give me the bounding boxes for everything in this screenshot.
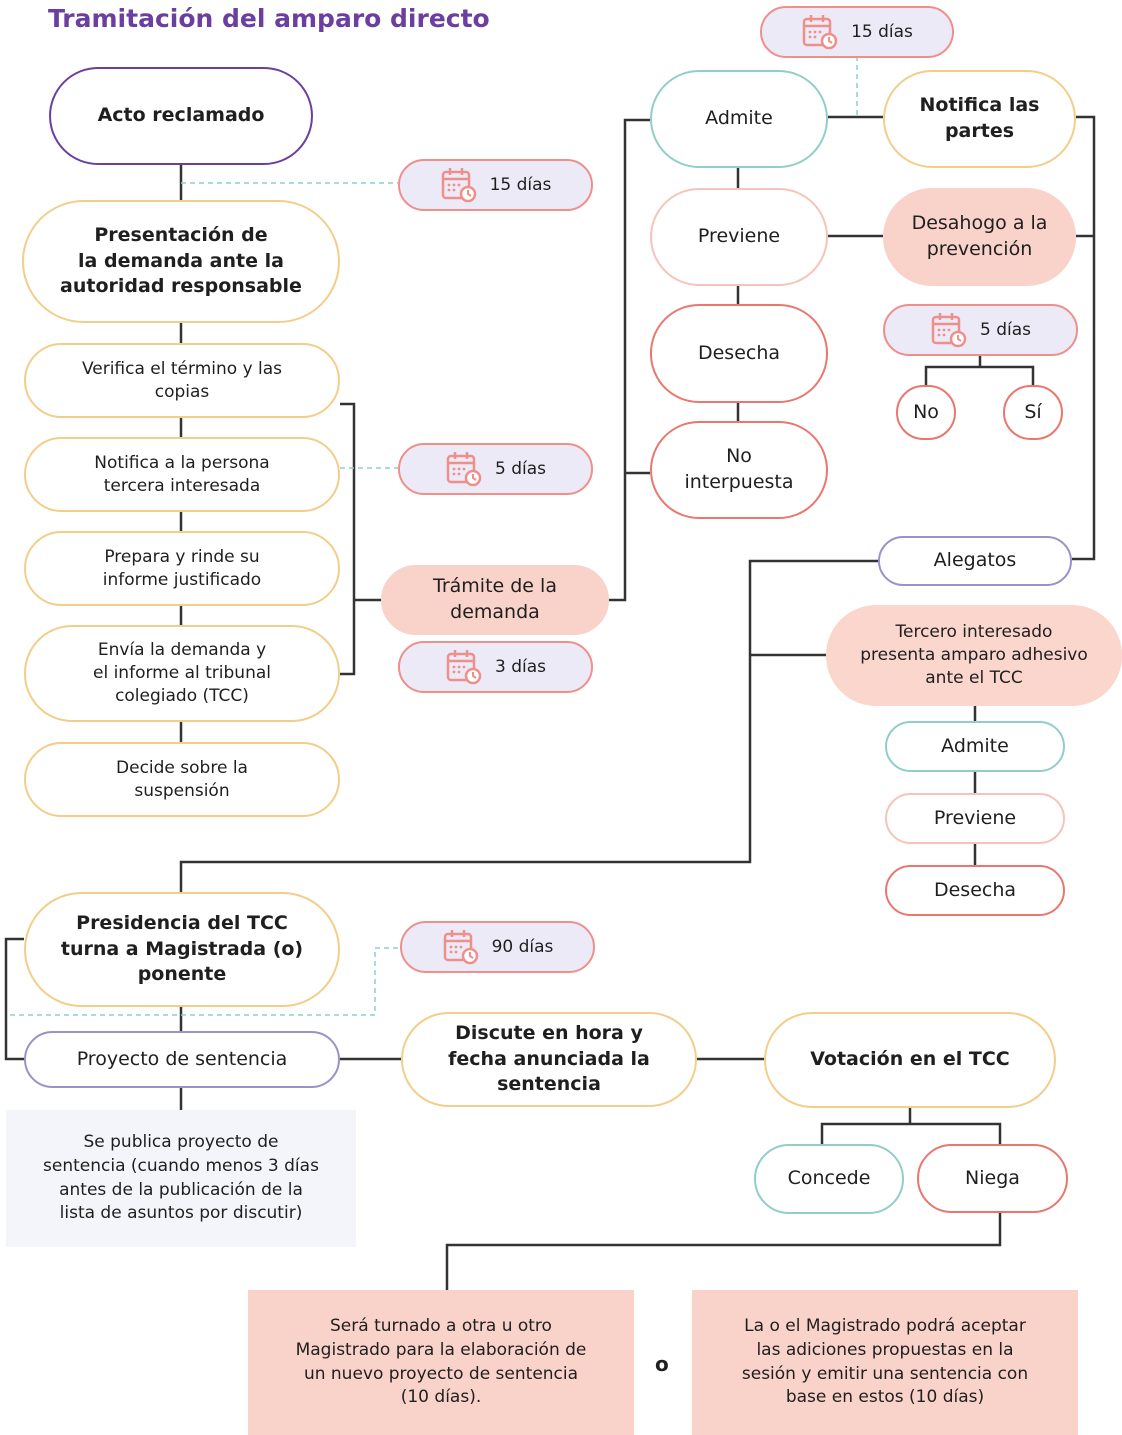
node-verifica-termino: Verifica el término y las copias: [24, 343, 340, 418]
node-desahogo-prevencion: Desahogo a la prevención: [883, 188, 1076, 286]
node-prepara-informe: Prepara y rinde su informe justificado: [24, 531, 340, 606]
calendar-clock-icon: [802, 15, 838, 50]
node-acto-reclamado: Acto reclamado: [49, 67, 313, 165]
node-no-interpuesta: No interpuesta: [650, 421, 828, 519]
node-envia-demanda: Envía la demanda y el informe al tribuna…: [24, 625, 340, 722]
deadline-badge-notifica: 5 días: [398, 443, 593, 495]
node-discute-sentencia: Discute en hora y fecha anunciada la sen…: [401, 1012, 697, 1107]
deadline-text: 15 días: [489, 175, 552, 195]
node-alegatos: Alegatos: [878, 536, 1072, 586]
or-label: o: [655, 1352, 669, 1376]
deadline-text: 90 días: [491, 937, 554, 957]
deadline-badge-demanda: 15 días: [398, 159, 593, 211]
node-admite-adhesivo: Admite: [885, 721, 1065, 772]
deadline-badge-prevencion: 5 días: [883, 304, 1078, 356]
calendar-clock-icon: [446, 452, 482, 487]
node-votacion-tcc: Votación en el TCC: [764, 1012, 1056, 1108]
node-presidencia-turna: Presidencia del TCC turna a Magistrada (…: [24, 892, 340, 1007]
node-previene: Previene: [650, 188, 828, 286]
deadline-badge-ponente: 90 días: [400, 921, 595, 973]
node-previene-adhesivo: Previene: [885, 793, 1065, 844]
node-proyecto-sentencia: Proyecto de sentencia: [24, 1031, 340, 1088]
node-no: No: [896, 385, 956, 440]
node-niega: Niega: [917, 1144, 1068, 1213]
node-si: Sí: [1003, 385, 1063, 440]
calendar-clock-icon: [446, 650, 482, 685]
deadline-text: 15 días: [851, 22, 913, 42]
deadline-text: 3 días: [494, 657, 546, 677]
node-desecha-adhesivo: Desecha: [885, 865, 1065, 916]
deadline-text: 5 días: [979, 320, 1031, 340]
page-title: Tramitación del amparo directo: [48, 4, 490, 33]
node-presentacion-demanda: Presentación de la demanda ante la autor…: [22, 200, 340, 323]
node-concede: Concede: [754, 1144, 904, 1214]
node-decide-suspension: Decide sobre la suspensión: [24, 742, 340, 817]
deadline-badge-tramite: 3 días: [398, 641, 593, 693]
node-desecha: Desecha: [650, 304, 828, 403]
node-notifica-tercera: Notifica a la persona tercera interesada: [24, 437, 340, 512]
node-tramite-demanda: Trámite de la demanda: [381, 565, 609, 635]
node-admite: Admite: [650, 70, 828, 168]
calendar-clock-icon: [441, 168, 476, 203]
node-amparo-adhesivo: Tercero interesado presenta amparo adhes…: [826, 605, 1122, 706]
calendar-clock-icon: [443, 930, 478, 965]
node-notifica-partes: Notifica las partes: [883, 70, 1076, 168]
note-publica-proyecto: Se publica proyecto de sentencia (cuando…: [6, 1110, 356, 1247]
note-aceptar-adiciones: La o el Magistrado podrá aceptar las adi…: [692, 1290, 1078, 1435]
deadline-badge-top: 15 días: [760, 6, 954, 58]
calendar-clock-icon: [931, 313, 967, 348]
deadline-text: 5 días: [494, 459, 546, 479]
note-turnado-otro-magistrado: Será turnado a otra u otro Magistrado pa…: [248, 1290, 634, 1435]
